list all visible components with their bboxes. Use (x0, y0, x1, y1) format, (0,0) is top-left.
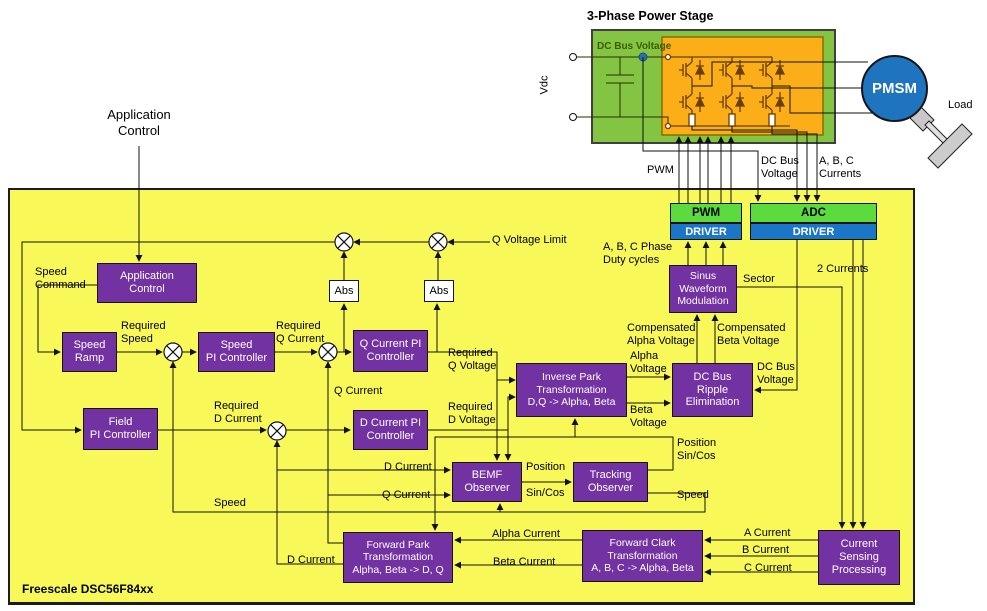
label-abc-currents-wire: A, B, C Currents (819, 155, 862, 180)
label-dc-bus-wire: DC Bus Voltage (761, 155, 799, 180)
block-current-sensing-processing: Current Sensing Processing (818, 530, 900, 585)
block-application-control: Application Control (97, 263, 197, 303)
label-q-current-observer: Q Current (382, 489, 431, 501)
block-d-current-pi-controller: D Current PI Controller (353, 410, 428, 450)
label-sin-cos: Sin/Cos (526, 487, 565, 499)
block-tracking-observer: Tracking Observer (573, 462, 648, 502)
load-label: Load (948, 99, 973, 111)
block-q-current-pi-controller: Q Current PI Controller (353, 330, 428, 372)
vdc-label: Vdc (538, 75, 551, 95)
label-required-d-voltage: Required D Voltage (448, 401, 496, 426)
power-stage-title: 3-Phase Power Stage (587, 9, 714, 23)
label-c-current: C Current (744, 562, 792, 574)
label-speed-feedback: Speed (214, 497, 246, 509)
block-abs-left: Abs (329, 280, 359, 302)
label-beta-current: Beta Current (493, 556, 556, 568)
pwm-driver: DRIVER (670, 223, 742, 240)
block-forward-clark: Forward Clark Transformation A, B, C -> … (582, 530, 703, 582)
dc-bus-capacitor (606, 57, 634, 117)
label-compensated-beta-voltage: Compensated Beta Voltage (717, 322, 786, 347)
label-position-sincos: Position Sin/Cos (677, 437, 717, 462)
sum-junction-speed (163, 342, 183, 362)
sum-junction-q-current (318, 342, 338, 362)
label-alpha-voltage: Alpha Voltage (630, 350, 667, 375)
label-beta-voltage: Beta Voltage (630, 404, 667, 429)
adc-peripheral: ADC (750, 203, 877, 223)
label-pwm-wire: PWM (647, 164, 674, 176)
pwm-peripheral: PWM (670, 203, 742, 223)
dc-bus-voltage-inner-label: DC Bus Voltage (597, 41, 672, 52)
label-speed-command: Speed Command (35, 266, 86, 291)
label-required-q-current: Required Q Current (276, 320, 325, 345)
label-required-q-voltage: Required Q Voltage (448, 347, 497, 372)
label-alpha-current: Alpha Current (492, 528, 560, 540)
label-sector: Sector (743, 273, 775, 285)
block-speed-ramp: Speed Ramp (62, 332, 117, 372)
pmsm-motor: PMSM (861, 55, 928, 122)
chip-name-label: Freescale DSC56F84xx (22, 582, 154, 596)
sum-junction-voltage-limit-left (334, 232, 354, 252)
adc-driver: DRIVER (750, 223, 877, 240)
label-b-current: B Current (742, 544, 790, 556)
application-control-external-label: Application Control (107, 107, 171, 139)
label-a-current: A Current (744, 527, 791, 539)
label-position: Position (526, 461, 566, 473)
vdc-terminal-minus (569, 113, 577, 121)
block-bemf-observer: BEMF Observer (452, 462, 522, 502)
shunt-resistor (688, 113, 696, 127)
sum-junction-d-current (267, 421, 287, 441)
signal-wires (21, 57, 867, 576)
label-required-d-current: Required D Current (214, 400, 262, 425)
block-forward-park: Forward Park Transformation Alpha, Beta … (343, 532, 453, 583)
block-dc-bus-ripple-elimination: DC Bus Ripple Elimination (672, 363, 753, 417)
label-dc-bus-voltage-ripple: DC Bus Voltage (757, 361, 795, 386)
label-speed-out: Speed (677, 489, 709, 501)
vdc-terminal-plus (569, 53, 577, 61)
block-abs-right: Abs (424, 280, 454, 302)
shunt-resistor (768, 113, 776, 127)
label-required-speed: Required Speed (121, 320, 166, 345)
phase-output-wires (692, 61, 872, 114)
dsc-chip-boundary (8, 188, 915, 605)
block-speed-pi-controller: Speed PI Controller (198, 332, 275, 372)
label-d-current-observer: D Current (384, 461, 432, 473)
label-compensated-alpha-voltage: Compensated Alpha Voltage (627, 322, 696, 347)
sum-junction-voltage-limit-right (428, 232, 448, 252)
label-q-current-mid: Q Current (334, 385, 383, 397)
shunt-resistor (728, 113, 736, 127)
label-abc-phase-duty-cycles: A, B, C Phase Duty cycles (603, 241, 673, 266)
power-stage-circuit (569, 29, 973, 169)
label-two-currents: 2 Currents (817, 263, 869, 275)
block-field-pi-controller: Field PI Controller (83, 408, 158, 450)
block-sinus-waveform-modulation: Sinus Waveform Modulation (669, 265, 737, 313)
sum-junctions (163, 232, 448, 441)
label-q-voltage-limit: Q Voltage Limit (492, 234, 567, 246)
label-d-current-feedback: D Current (287, 554, 335, 566)
block-inverse-park: Inverse Park Transformation D,Q -> Alpha… (516, 363, 627, 417)
